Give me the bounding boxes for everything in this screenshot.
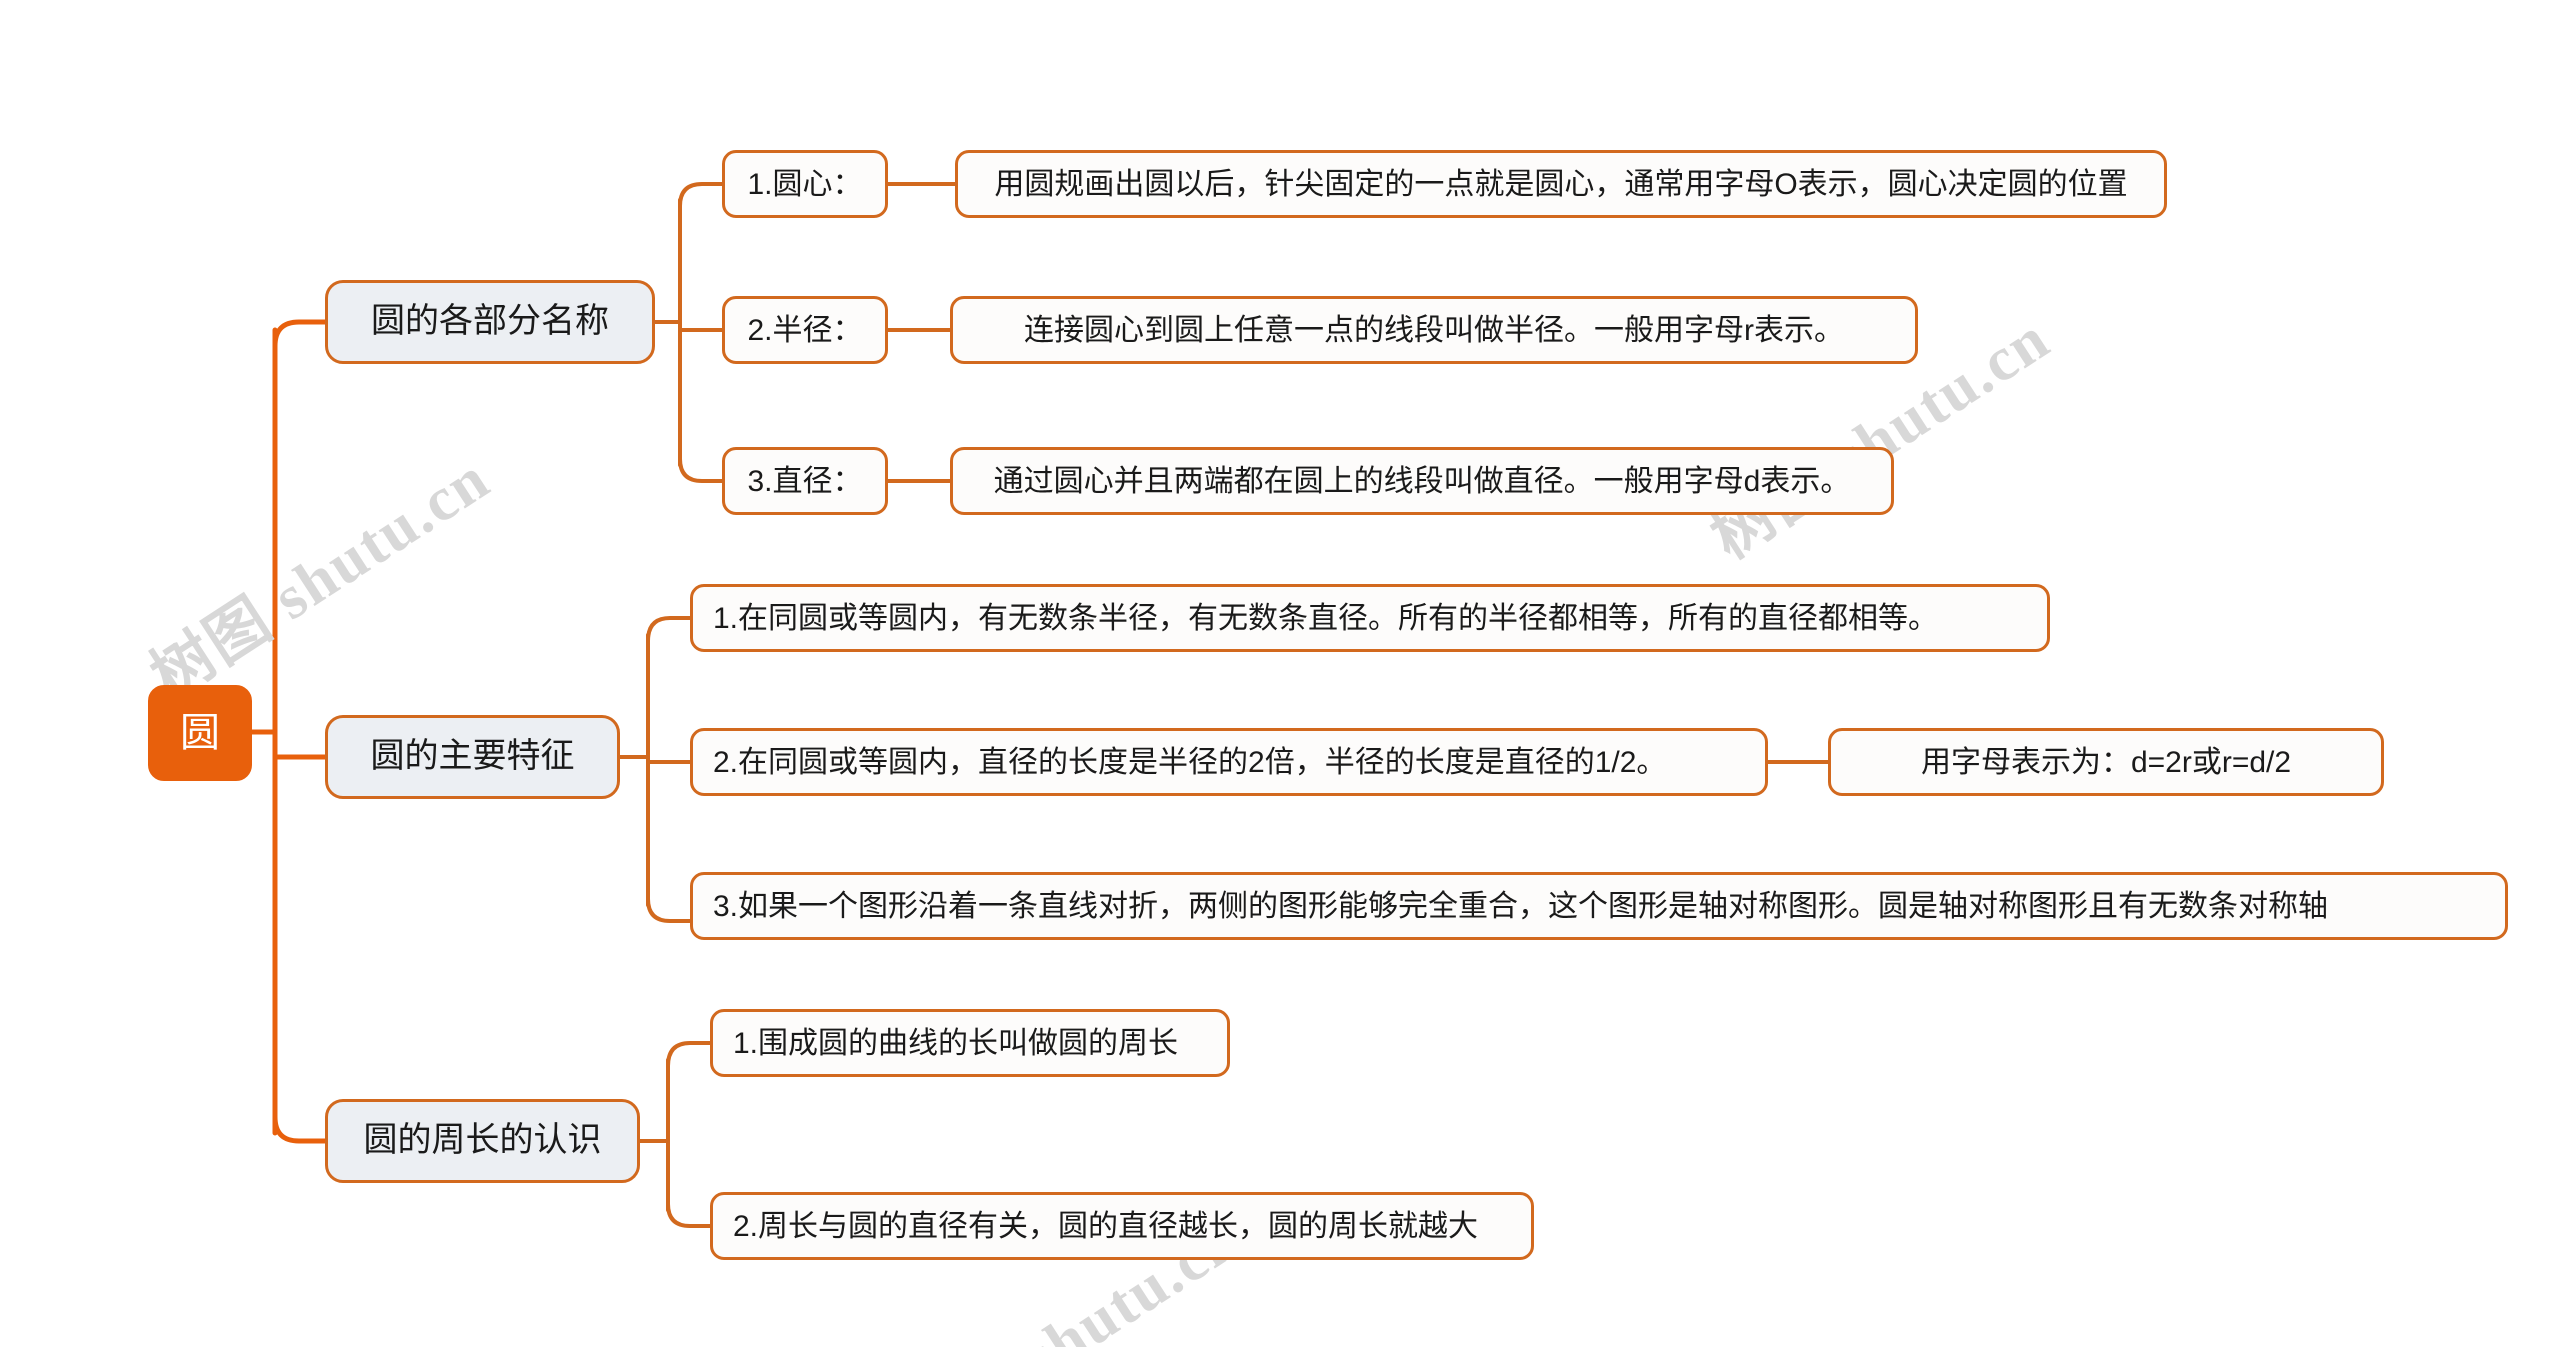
wire-b2-c1 [646,616,692,643]
node-radius-definition-label: 连接圆心到圆上任意一点的线段叫做半径。一般用字母r表示。 [1024,313,1844,347]
root-node[interactable]: 圆 [148,685,252,781]
wire-root-to-branch1 [272,319,328,349]
node-feature-3[interactable]: 3.如果一个图形沿着一条直线对折，两侧的图形能够完全重合，这个图形是轴对称图形。… [690,872,2508,940]
node-circumference-2[interactable]: 2.周长与圆的直径有关，圆的直径越长，圆的周长就越大 [710,1192,1534,1260]
node-radius-definition[interactable]: 连接圆心到圆上任意一点的线段叫做半径。一般用字母r表示。 [950,296,1918,364]
node-radius-term[interactable]: 2.半径： [722,296,888,364]
node-center-term[interactable]: 1.圆心： [722,150,888,218]
node-feature-2[interactable]: 2.在同圆或等圆内，直径的长度是半径的2倍，半径的长度是直径的1/2。 [690,728,1768,796]
branch-node-circumference-label: 圆的周长的认识 [363,1121,602,1160]
branch-node-parts-label: 圆的各部分名称 [371,302,609,341]
node-feature-3-label: 3.如果一个图形沿着一条直线对折，两侧的图形能够完全重合，这个图形是轴对称图形。… [713,889,2329,923]
node-diameter-term-label: 3.直径： [747,464,863,498]
wire-b2-c3 [646,897,692,923]
node-diameter-definition-label: 通过圆心并且两端都在圆上的线段叫做直径。一般用字母d表示。 [993,464,1851,498]
wire-root-to-branch3 [272,1114,328,1144]
branch-node-circumference[interactable]: 圆的周长的认识 [325,1099,640,1183]
node-circumference-1-label: 1.围成圆的曲线的长叫做圆的周长 [733,1026,1179,1060]
wire-b3-c1 [666,1041,712,1068]
node-feature-1-label: 1.在同圆或等圆内，有无数条半径，有无数条直径。所有的半径都相等，所有的直径都相… [713,601,1939,635]
wire-b1-c3 [678,457,724,483]
node-circumference-2-label: 2.周长与圆的直径有关，圆的直径越长，圆的周长就越大 [733,1209,1479,1243]
node-diameter-term[interactable]: 3.直径： [722,447,888,515]
node-feature-1[interactable]: 1.在同圆或等圆内，有无数条半径，有无数条直径。所有的半径都相等，所有的直径都相… [690,584,2050,652]
wire-b1-c1 [678,182,724,208]
node-circumference-1[interactable]: 1.围成圆的曲线的长叫做圆的周长 [710,1009,1230,1077]
branch-node-features-label: 圆的主要特征 [370,737,575,776]
branch-node-features[interactable]: 圆的主要特征 [325,715,620,799]
watermark-left: 树图 shutu.cn [139,444,502,713]
node-center-definition[interactable]: 用圆规画出圆以后，针尖固定的一点就是圆心，通常用字母O表示，圆心决定圆的位置 [955,150,2167,218]
node-feature-2-formula[interactable]: 用字母表示为：d=2r或r=d/2 [1828,728,2384,796]
node-feature-2-label: 2.在同圆或等圆内，直径的长度是半径的2倍，半径的长度是直径的1/2。 [713,745,1667,779]
wire-b3-c2 [666,1202,712,1228]
node-center-term-label: 1.圆心： [747,167,863,201]
node-diameter-definition[interactable]: 通过圆心并且两端都在圆上的线段叫做直径。一般用字母d表示。 [950,447,1894,515]
node-radius-term-label: 2.半径： [747,313,863,347]
node-feature-2-formula-label: 用字母表示为：d=2r或r=d/2 [1920,745,2292,779]
node-center-definition-label: 用圆规画出圆以后，针尖固定的一点就是圆心，通常用字母O表示，圆心决定圆的位置 [994,167,2128,201]
branch-node-parts[interactable]: 圆的各部分名称 [325,280,655,364]
root-node-label: 圆 [180,711,220,755]
